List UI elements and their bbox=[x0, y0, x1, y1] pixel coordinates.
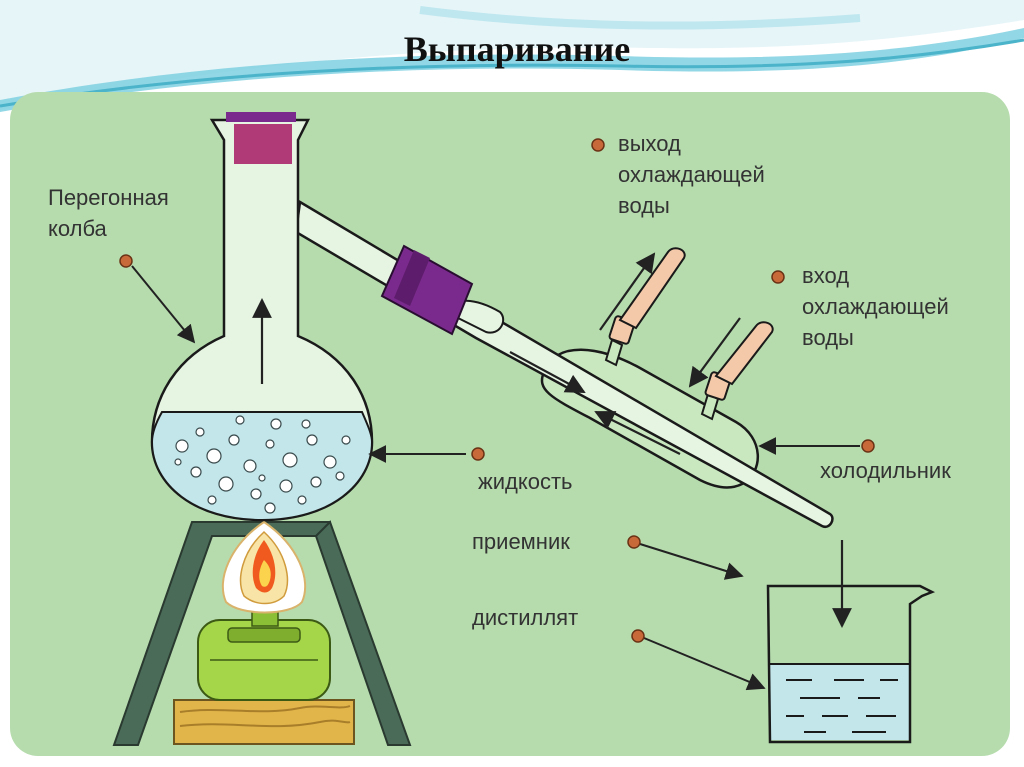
label-water-out: выход охлаждающей воды bbox=[618, 131, 765, 218]
side-arm-stopper bbox=[380, 244, 474, 336]
bubble bbox=[301, 419, 311, 429]
label-receiver: приемник bbox=[472, 529, 570, 554]
bubble bbox=[235, 415, 245, 425]
wave-decoration bbox=[0, 0, 1024, 112]
bubble bbox=[270, 418, 282, 430]
page-title: Выпаривание bbox=[403, 29, 631, 69]
flame bbox=[221, 520, 307, 614]
bubble bbox=[250, 488, 262, 500]
bubble bbox=[228, 434, 240, 446]
burner bbox=[197, 580, 331, 701]
bubble bbox=[279, 479, 293, 493]
bubble bbox=[206, 448, 222, 464]
process-arrows bbox=[252, 252, 852, 628]
label-liquid: жидкость bbox=[478, 469, 573, 494]
bubble bbox=[174, 458, 182, 466]
bubble bbox=[282, 452, 298, 468]
bubble bbox=[218, 476, 234, 492]
bubble bbox=[265, 439, 275, 449]
bubble bbox=[195, 427, 205, 437]
bubble bbox=[243, 459, 257, 473]
label-markers bbox=[119, 138, 875, 643]
label-condenser: холодильник bbox=[820, 458, 951, 483]
wooden-block bbox=[173, 699, 355, 745]
label-pointers bbox=[131, 265, 860, 691]
tripod-stand bbox=[112, 520, 412, 746]
beaker bbox=[766, 584, 936, 744]
bubble bbox=[175, 439, 189, 453]
bubble bbox=[297, 495, 307, 505]
bubble bbox=[207, 495, 217, 505]
bubble bbox=[264, 502, 276, 514]
bubble bbox=[335, 471, 345, 481]
label-water-in: вход охлаждающей воды bbox=[802, 263, 949, 350]
bubble bbox=[341, 435, 351, 445]
bubble bbox=[258, 474, 266, 482]
bubble bbox=[310, 476, 322, 488]
label-flask: Перегонная колба bbox=[48, 185, 169, 241]
bubble bbox=[323, 455, 337, 469]
label-distillate: дистиллят bbox=[472, 605, 579, 630]
bubble bbox=[190, 466, 202, 478]
liquid-bubbles bbox=[174, 415, 351, 514]
bubble bbox=[306, 434, 318, 446]
